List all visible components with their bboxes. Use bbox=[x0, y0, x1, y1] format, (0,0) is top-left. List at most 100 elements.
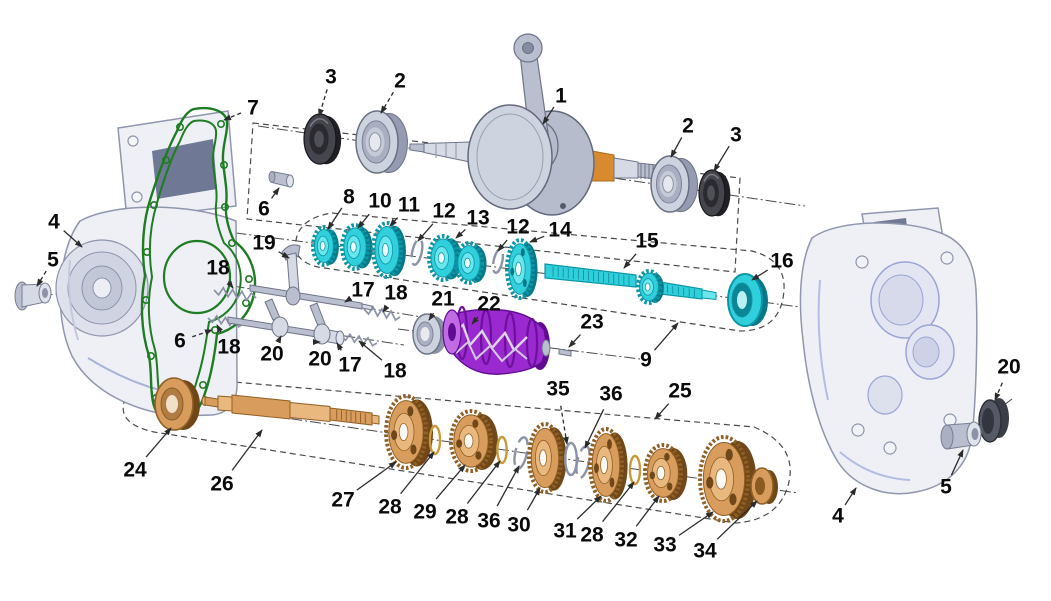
gasket-bolt-hole bbox=[150, 201, 159, 210]
callout-3: 3 bbox=[713, 124, 742, 172]
callout-label: 28 bbox=[378, 496, 402, 519]
callout-4: 4 bbox=[48, 211, 83, 248]
stud-hole bbox=[131, 191, 143, 203]
callout-29: 29 bbox=[413, 464, 466, 524]
leader-line bbox=[635, 495, 660, 527]
leader-line bbox=[526, 487, 541, 511]
callout-3: 3 bbox=[318, 66, 337, 117]
callout-label: 24 bbox=[123, 459, 147, 482]
callout-4: 4 bbox=[832, 487, 857, 528]
gear-bore bbox=[398, 422, 409, 442]
leader-line bbox=[428, 312, 436, 321]
gasket-bolt-hole bbox=[217, 120, 226, 129]
gear-teeth bbox=[311, 225, 337, 267]
gear-bore bbox=[464, 257, 471, 269]
gear-hole bbox=[407, 406, 414, 417]
gear-hole bbox=[522, 279, 527, 288]
callout-15: 15 bbox=[623, 230, 659, 269]
callout-9: 9 bbox=[640, 322, 679, 372]
gear-hole bbox=[729, 493, 737, 506]
leader-line bbox=[278, 251, 290, 259]
leader-line bbox=[382, 304, 390, 313]
callout-label: 10 bbox=[368, 190, 391, 213]
leader-line bbox=[417, 223, 434, 242]
callout-label: 21 bbox=[431, 288, 455, 311]
gear-hole bbox=[664, 452, 670, 461]
leader-line bbox=[994, 382, 1003, 401]
callout-label: 33 bbox=[653, 534, 676, 557]
gasket-bolt-hole bbox=[142, 295, 151, 304]
callout-36: 36 bbox=[584, 383, 623, 449]
callout-2: 2 bbox=[380, 70, 406, 114]
callout-label: 17 bbox=[338, 354, 361, 377]
callout-8: 8 bbox=[327, 186, 355, 230]
input-shaft-15 bbox=[544, 263, 717, 301]
leader-line bbox=[471, 316, 479, 325]
callout-label: 22 bbox=[477, 293, 500, 316]
crank-nose bbox=[409, 143, 425, 153]
crankshaft-group-outline bbox=[246, 122, 741, 273]
gear-hole bbox=[725, 448, 733, 461]
gear-bore bbox=[600, 455, 608, 475]
callout-30: 30 bbox=[507, 487, 541, 537]
gear-teeth bbox=[449, 409, 493, 473]
callout-label: 6 bbox=[174, 330, 186, 353]
callout-label: 26 bbox=[210, 473, 233, 496]
gear-hole bbox=[706, 476, 714, 489]
callout-13: 13 bbox=[455, 207, 490, 239]
cylinder-recess bbox=[152, 139, 217, 199]
callout-17: 17 bbox=[344, 279, 375, 303]
gasket-bolt-hole bbox=[220, 161, 229, 170]
callout-11: 11 bbox=[389, 194, 421, 227]
gear-hole bbox=[607, 439, 612, 450]
leader-line bbox=[950, 449, 964, 476]
gasket-outer-edge bbox=[140, 107, 257, 425]
gasket-inner-edge bbox=[147, 119, 242, 411]
callout-label: 18 bbox=[383, 360, 407, 383]
leader-line bbox=[358, 340, 383, 361]
callout-35: 35 bbox=[546, 378, 570, 445]
callout-label: 11 bbox=[398, 194, 421, 217]
shift-fork-group bbox=[207, 244, 447, 355]
left-crankcase-half bbox=[55, 110, 238, 417]
gear-bore bbox=[715, 468, 727, 490]
callout-label: 18 bbox=[206, 257, 230, 280]
leader-line bbox=[670, 137, 683, 158]
callout-21: 21 bbox=[428, 288, 455, 321]
callout-label: 3 bbox=[325, 66, 337, 89]
callout-33: 33 bbox=[653, 511, 714, 557]
gasket-bolt-hole bbox=[162, 156, 171, 165]
leader-line bbox=[542, 106, 555, 125]
gear-bore bbox=[644, 282, 651, 292]
gear-teeth bbox=[340, 223, 370, 271]
callout-20: 20 bbox=[260, 335, 284, 366]
bearing-bore bbox=[982, 408, 994, 434]
leader-line bbox=[357, 213, 370, 229]
gear-teeth bbox=[505, 238, 535, 300]
output-shaft-group bbox=[154, 377, 778, 523]
circlip-36 bbox=[513, 436, 529, 470]
drum-track bbox=[451, 322, 528, 352]
gear-hole bbox=[391, 430, 398, 441]
callout-label: 2 bbox=[394, 70, 406, 93]
gear-bore bbox=[437, 252, 445, 264]
seal-bore bbox=[314, 130, 324, 148]
leader-line bbox=[602, 481, 635, 523]
callout-label: 28 bbox=[580, 524, 604, 547]
callout-label: 5 bbox=[47, 249, 59, 272]
gasket-bolt-hole bbox=[228, 239, 237, 248]
gear-teeth bbox=[636, 269, 662, 305]
callout-12: 12 bbox=[497, 216, 530, 252]
gear-hole bbox=[472, 419, 479, 428]
spring-18 bbox=[213, 286, 257, 302]
washer-28 bbox=[628, 454, 642, 486]
leader-line bbox=[336, 342, 344, 351]
leader-line bbox=[654, 403, 670, 420]
drum-ridge bbox=[525, 317, 539, 369]
callout-label: 5 bbox=[940, 476, 952, 499]
callout-6: 6 bbox=[174, 329, 213, 353]
leader-line bbox=[713, 145, 730, 172]
bearing-bore bbox=[166, 395, 178, 413]
bolt-boss bbox=[940, 251, 954, 265]
